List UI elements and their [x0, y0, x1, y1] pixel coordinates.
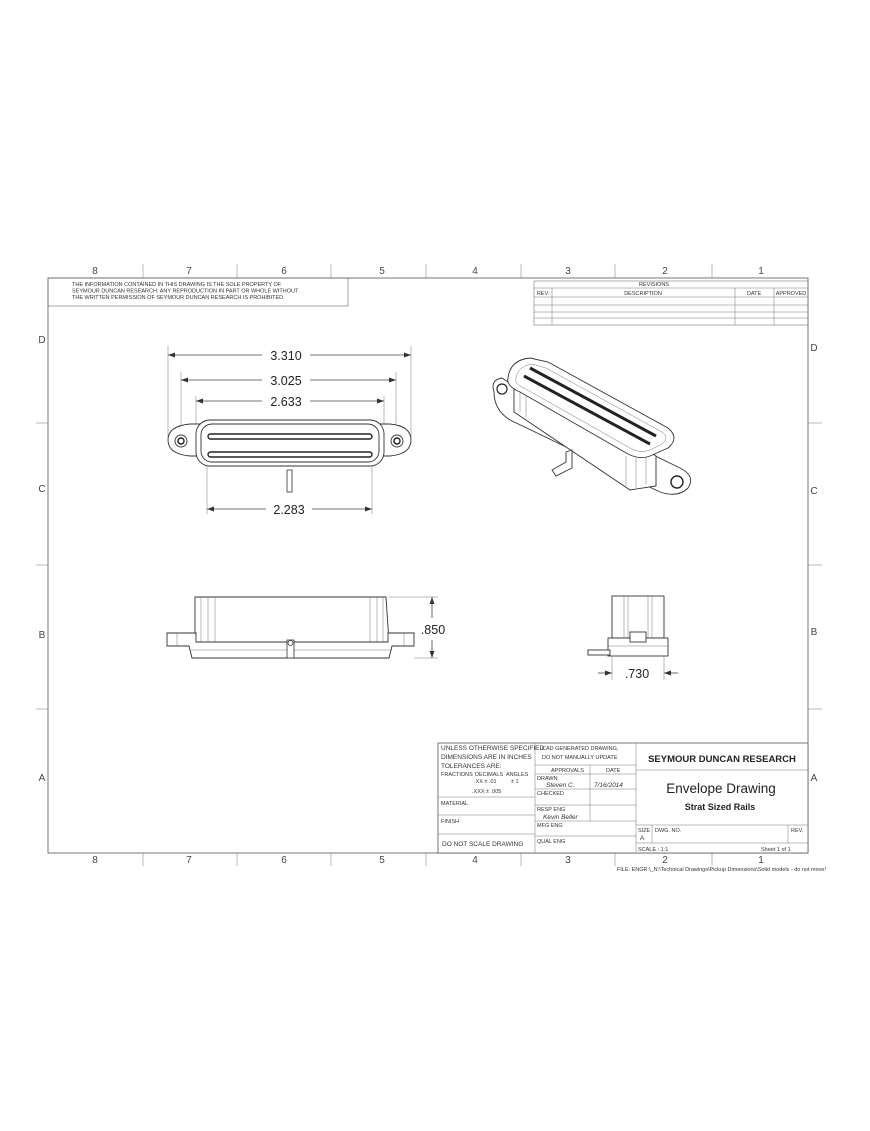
zone-bottom-8: 8	[92, 855, 98, 866]
tol-angle-value: ± 1	[511, 779, 519, 785]
zone-labels-side: D C B A D C B A	[38, 335, 817, 784]
side-view	[587, 595, 669, 657]
scale-value: SCALE : 1:1	[638, 847, 668, 853]
approvals-date-header: DATE	[606, 768, 621, 774]
top-view	[167, 346, 412, 514]
revisions-title: REVISIONS	[639, 282, 669, 288]
sheet-count: Sheet 1 of 1	[761, 847, 791, 853]
cad-note-line-2: DO NOT MANUALLY UPDATE	[542, 755, 618, 761]
title-block: UNLESS OTHERWISE SPECIFIED DIMENSIONS AR…	[437, 742, 809, 854]
isometric-view	[492, 357, 692, 495]
rev-header-date: DATE	[747, 291, 762, 297]
proprietary-notice: THE INFORMATION CONTAINED IN THIS DRAWIN…	[47, 277, 349, 307]
dim-width: .730	[625, 667, 649, 681]
zone-top-1: 1	[758, 266, 764, 277]
zone-top-6: 6	[281, 266, 287, 277]
zone-ticks	[36, 264, 822, 866]
dim-height: .850	[421, 623, 445, 637]
do-not-scale-note: DO NOT SCALE DRAWING	[442, 841, 523, 848]
dwg-no-label: DWG. NO.	[655, 828, 682, 834]
zone-bottom-5: 5	[379, 855, 385, 866]
checked-label: CHECKED	[537, 791, 564, 797]
drawn-by: Steven C.	[546, 782, 575, 789]
zone-left-a: A	[39, 773, 46, 784]
zone-left-d: D	[38, 335, 45, 346]
zone-bottom-6: 6	[281, 855, 287, 866]
zone-bottom-1: 1	[758, 855, 764, 866]
qual-eng-label: QUAL ENG	[537, 839, 565, 845]
tol-decimals: DECIMALS	[475, 772, 503, 778]
drawing-subtitle: Strat Sized Rails	[685, 802, 756, 812]
side-view-width-dimension: .730	[598, 656, 678, 681]
zone-bottom-3: 3	[565, 855, 571, 866]
zone-bottom-4: 4	[472, 855, 478, 866]
mfg-eng-label: MFG ENG	[537, 823, 563, 829]
zone-top-2: 2	[662, 266, 668, 277]
sheet-border	[47, 277, 809, 854]
cad-note-line-1: CAD GENERATED DRAWING,	[542, 746, 619, 752]
drawn-label: DRAWN	[537, 776, 558, 782]
zone-right-a: A	[811, 773, 818, 784]
zone-left-c: C	[38, 484, 45, 495]
resp-eng-label: RESP ENG	[537, 807, 565, 813]
approvals-header: APPROVALS	[551, 768, 584, 774]
tolerance-line-3: TOLERANCES ARE:	[441, 763, 502, 770]
zone-right-b: B	[811, 627, 818, 638]
zone-top-7: 7	[186, 266, 192, 277]
front-view-height-dimension: .850	[389, 596, 445, 659]
company-name: SEYMOUR DUNCAN RESEARCH	[648, 754, 796, 765]
notice-line-3: THE WRITTEN PERMISSION OF SEYMOUR DUNCAN…	[72, 295, 285, 301]
dim-base-length: 2.283	[273, 503, 304, 517]
dim-cover-length: 2.633	[270, 395, 301, 409]
notice-line-2: SEYMOUR DUNCAN RESEARCH. ANY REPRODUCTIO…	[72, 289, 299, 295]
zone-top-5: 5	[379, 266, 385, 277]
rev-header-approved: APPROVED	[776, 291, 807, 297]
zone-right-c: C	[810, 486, 817, 497]
tolerance-line-1: UNLESS OTHERWISE SPECIFIED	[441, 745, 544, 752]
tol-fractions: FRACTIONS	[441, 772, 473, 778]
zone-bottom-2: 2	[662, 855, 668, 866]
zone-labels-top: 8 7 6 5 4 3 2 1	[92, 266, 764, 277]
tol-angles: ANGLES	[506, 772, 529, 778]
size-value: A	[640, 835, 645, 842]
resp-eng-name: Kevin Beller	[543, 814, 579, 821]
size-label: SIZE	[638, 828, 651, 834]
zone-labels-bottom: 8 7 6 5 4 3 2 1	[92, 855, 764, 866]
material-label: MATERIAL	[441, 801, 468, 807]
zone-top-3: 3	[565, 266, 571, 277]
dim-overall-length: 3.310	[270, 349, 301, 363]
dim-mount-hole-spacing: 3.025	[270, 374, 301, 388]
tol-xx: .XX ± .01	[474, 779, 497, 785]
zone-left-b: B	[39, 630, 46, 641]
top-view-dimensions: 3.310 3.025 2.633 2.283	[168, 349, 411, 517]
tolerance-line-2: DIMENSIONS ARE IN INCHES	[441, 754, 532, 761]
rev-header-description: DESCRIPTION	[624, 291, 662, 297]
revisions-block: REVISIONS REV. DESCRIPTION DATE APPROVED	[533, 280, 809, 326]
drawn-date: 7/16/2014	[594, 782, 623, 789]
zone-top-4: 4	[472, 266, 478, 277]
front-view	[166, 596, 415, 659]
file-path: FILE: ENGR:\_N:\Technical Drawings\Picku…	[617, 867, 827, 873]
tol-xxx: .XXX ± .005	[472, 789, 501, 795]
notice-line-1: THE INFORMATION CONTAINED IN THIS DRAWIN…	[72, 282, 282, 288]
drawing-title: Envelope Drawing	[666, 781, 776, 796]
zone-bottom-7: 7	[186, 855, 192, 866]
rev-header-rev: REV.	[537, 291, 550, 297]
zone-top-8: 8	[92, 266, 98, 277]
zone-right-d: D	[810, 343, 817, 354]
rev-label: REV.	[791, 828, 804, 834]
finish-label: FINISH	[441, 819, 459, 825]
